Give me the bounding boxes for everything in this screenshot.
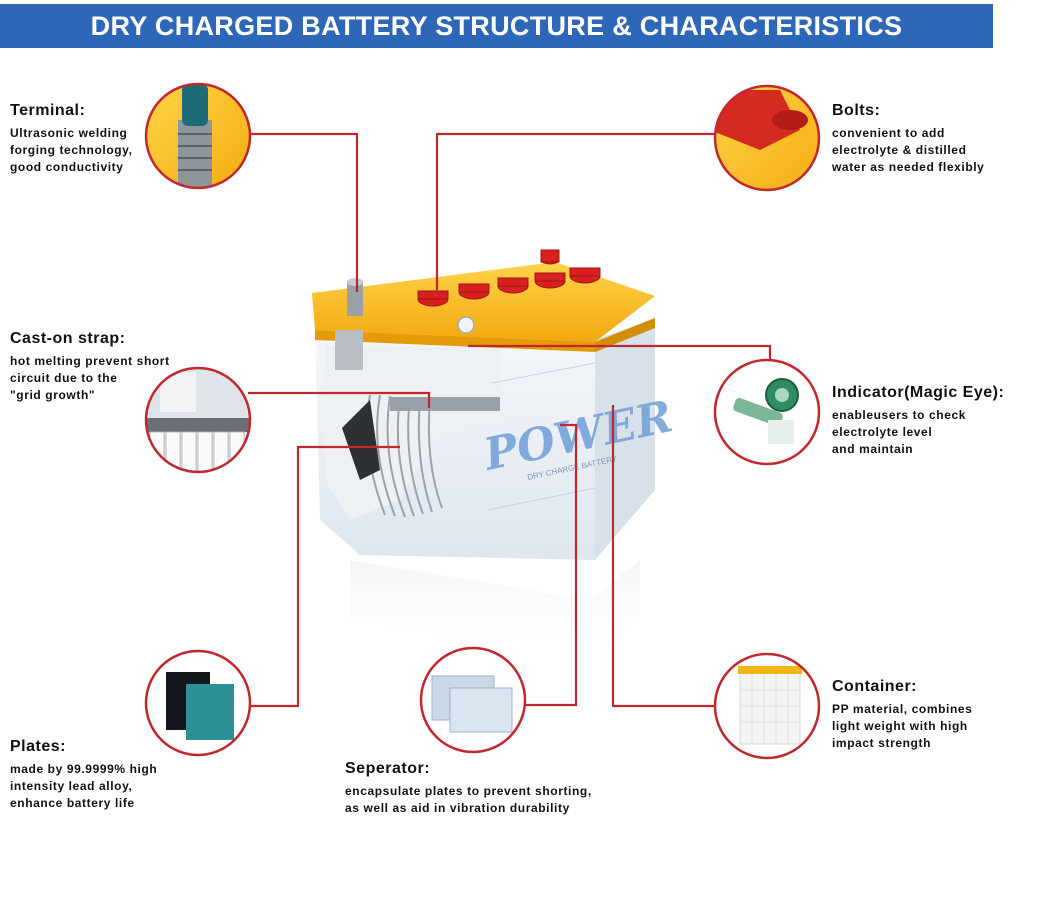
bolts-desc-2: electrolyte & distilled: [832, 143, 967, 157]
battery-reflection: [350, 560, 640, 660]
indicator-desc-2: electrolyte level: [832, 425, 933, 439]
leader-plates: [248, 445, 400, 708]
cast-on-strap-title: Cast-on strap:: [10, 330, 126, 347]
container-desc-2: light weight with high: [832, 719, 968, 733]
cast-on-strap-label: Cast-on strap: hot melting prevent short…: [10, 330, 170, 404]
container-desc-3: impact strength: [832, 736, 932, 750]
page-title: DRY CHARGED BATTERY STRUCTURE & CHARACTE…: [90, 10, 903, 41]
terminal-title: Terminal:: [10, 102, 86, 119]
indicator-desc-1: enableusers to check: [832, 408, 967, 422]
leader-indicator: [468, 344, 772, 362]
cast-on-strap-callout-circle: [144, 366, 252, 474]
plates-label: Plates: made by 99.9999% high intensity …: [10, 738, 157, 812]
separator-title: Seperator:: [345, 760, 431, 777]
terminal-desc-3: good conductivity: [10, 160, 124, 174]
separator-callout-circle: [419, 646, 527, 754]
indicator-title: Indicator(Magic Eye):: [832, 384, 1005, 401]
leader-container: [611, 405, 716, 708]
container-label: Container: PP material, combines light w…: [832, 678, 972, 752]
bolts-callout-circle: [713, 84, 821, 192]
battery-terminal: [347, 282, 363, 316]
battery-caps: [417, 249, 601, 307]
title-banner: DRY CHARGED BATTERY STRUCTURE & CHARACTE…: [0, 4, 993, 48]
leader-lines: [248, 132, 772, 708]
battery-lid: [312, 262, 655, 342]
battery-strap: [390, 397, 500, 411]
separator-desc-1: encapsulate plates to prevent shorting,: [345, 784, 592, 798]
separator-label: Seperator: encapsulate plates to prevent…: [345, 760, 592, 817]
terminal-desc-1: Ultrasonic welding: [10, 126, 128, 140]
bolts-title: Bolts:: [832, 102, 881, 119]
plates-desc-3: enhance battery life: [10, 796, 135, 810]
indicator-label: Indicator(Magic Eye): enableusers to che…: [832, 384, 1004, 458]
cast-on-strap-desc-2: circuit due to the: [10, 371, 118, 385]
bolts-desc-1: convenient to add: [832, 126, 945, 140]
terminal-label: Terminal: Ultrasonic welding forging tec…: [10, 102, 133, 176]
battery-side: [595, 318, 655, 560]
leader-terminal: [248, 132, 359, 292]
plates-callout-circle: [144, 649, 252, 757]
container-desc-1: PP material, combines: [832, 702, 973, 716]
indicator-callout-circle: [713, 358, 821, 466]
terminal-callout-circle: [144, 82, 252, 190]
cast-on-strap-desc-3: "grid growth": [10, 388, 96, 402]
separator-desc-2: as well as aid in vibration durability: [345, 801, 570, 815]
leader-separator: [525, 423, 578, 707]
cast-on-strap-desc-1: hot melting prevent short: [10, 354, 170, 368]
battery-illustration: POWER DRY CHARGE BATTERY: [312, 249, 677, 660]
plates-title: Plates:: [10, 738, 66, 755]
plates-desc-1: made by 99.9999% high: [10, 762, 158, 776]
leader-bolt: [435, 132, 716, 293]
terminal-desc-2: forging technology,: [10, 143, 133, 157]
battery-indicator: [457, 316, 475, 334]
leader-strap: [248, 391, 431, 408]
container-title: Container:: [832, 678, 917, 695]
battery-cutaway: [325, 345, 500, 520]
bolts-desc-3: water as needed flexibly: [832, 160, 985, 174]
indicator-desc-3: and maintain: [832, 442, 914, 456]
plates-desc-2: intensity lead alloy,: [10, 779, 133, 793]
container-callout-circle: [713, 652, 821, 760]
bolts-label: Bolts: convenient to add electrolyte & d…: [832, 102, 984, 176]
